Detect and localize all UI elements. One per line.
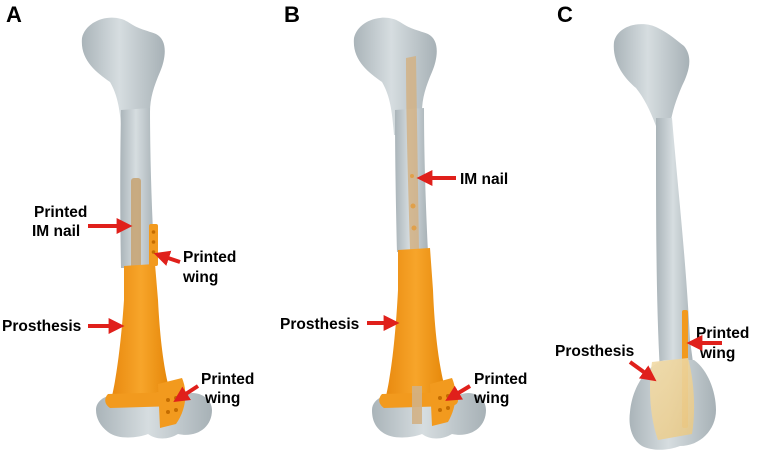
label-printed-wing-b-line1: Printed <box>474 371 527 388</box>
panel-b: B IM nail Prosthesis Printed wing <box>280 2 527 439</box>
label-printed-im-nail-line1: Printed <box>34 204 87 221</box>
arrow-printed-wing-lower <box>173 384 200 403</box>
label-prosthesis-c: Prosthesis <box>555 343 634 360</box>
label-printed-wing-upper-line2: wing <box>182 269 218 286</box>
panel-letter-c: C <box>557 2 573 27</box>
label-prosthesis-a: Prosthesis <box>2 318 81 335</box>
label-printed-wing-c-line2: wing <box>699 345 735 362</box>
panel-a: A Printed I <box>2 2 254 439</box>
label-printed-wing-lower-line2: wing <box>204 390 240 407</box>
label-prosthesis-b: Prosthesis <box>280 316 359 333</box>
prosthesis-b <box>386 248 446 396</box>
arrow-prosthesis-c <box>628 360 657 382</box>
label-printed-wing-c-line1: Printed <box>696 325 749 342</box>
printed-wing-upper-a <box>149 224 158 266</box>
prosthesis-a <box>112 264 170 396</box>
panel-c: C Printed wing Prosthesis <box>555 2 749 450</box>
im-nail-b <box>406 56 419 250</box>
arrow-printed-wing-b <box>445 384 472 401</box>
label-im-nail-b: IM nail <box>460 171 508 188</box>
label-printed-wing-lower-line1: Printed <box>201 371 254 388</box>
label-printed-im-nail-line2: IM nail <box>32 223 80 240</box>
panel-letter-a: A <box>6 2 22 27</box>
prosthesis-c <box>650 358 695 440</box>
panel-letter-b: B <box>284 2 300 27</box>
label-printed-wing-upper-line1: Printed <box>183 249 236 266</box>
printed-im-nail-a <box>131 178 141 270</box>
arrow-printed-wing-upper <box>153 250 181 266</box>
label-printed-wing-b-line2: wing <box>473 390 509 407</box>
